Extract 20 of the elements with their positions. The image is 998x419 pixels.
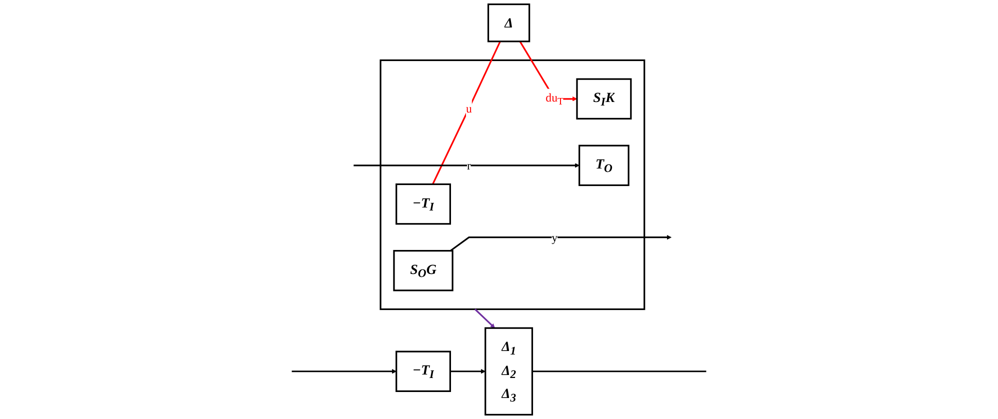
edge-label: r bbox=[466, 158, 471, 172]
node-box: T$_{O}$ bbox=[578, 144, 630, 186]
edge-label: du$_{T}$ bbox=[546, 90, 564, 107]
node-box: −T$_{I}$ bbox=[396, 183, 451, 225]
connector bbox=[532, 370, 706, 372]
node-box: Δ bbox=[487, 4, 530, 42]
node-box: −T$_{I}$ bbox=[396, 350, 451, 392]
node-box: Δ$_{1}$ Δ$_{2}$ Δ$_{3}$ bbox=[484, 327, 534, 416]
node-box: S$_{I}$K bbox=[576, 78, 632, 120]
arrow bbox=[354, 163, 580, 168]
arrow bbox=[450, 234, 672, 252]
cluster bbox=[380, 59, 646, 310]
connector bbox=[432, 41, 501, 185]
edge-label: y bbox=[552, 230, 558, 244]
arrow bbox=[519, 41, 578, 102]
arrow bbox=[474, 308, 496, 328]
node-box: S$_{O}$G bbox=[393, 250, 454, 292]
arrow bbox=[450, 369, 486, 374]
edge-label: u bbox=[466, 102, 472, 116]
arrow bbox=[292, 369, 397, 374]
